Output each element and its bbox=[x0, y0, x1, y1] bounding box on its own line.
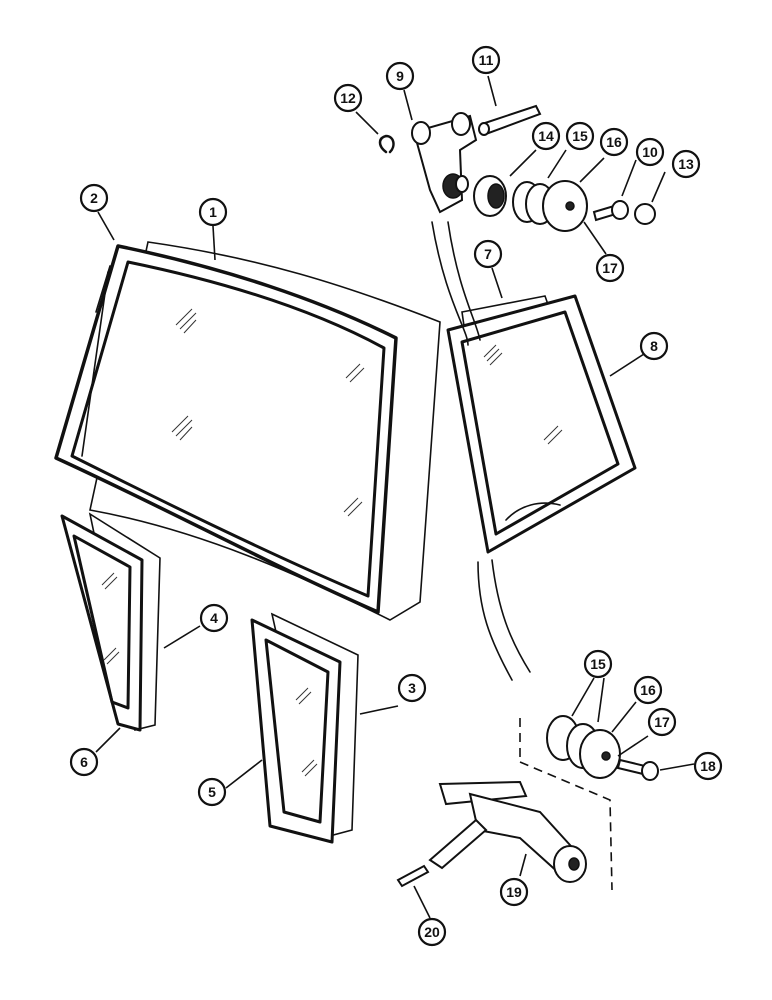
callout-15-lower: 15 bbox=[583, 649, 613, 679]
callout-17-upper: 17 bbox=[595, 253, 625, 283]
callout-8: 8 bbox=[639, 331, 669, 361]
leader-lines bbox=[95, 75, 695, 919]
callout-1-label: 1 bbox=[209, 204, 217, 220]
callout-14: 14 bbox=[531, 121, 561, 151]
lower-left-seal-6 bbox=[60, 514, 144, 732]
callout-3: 3 bbox=[397, 673, 427, 703]
callout-6: 6 bbox=[69, 747, 99, 777]
bolt-10 bbox=[592, 200, 629, 222]
glass-hatch-marks bbox=[171, 308, 365, 517]
callout-7: 7 bbox=[473, 239, 503, 269]
callout-19-label: 19 bbox=[506, 884, 522, 900]
callout-16-upper-label: 16 bbox=[606, 134, 622, 150]
callout-5-label: 5 bbox=[208, 784, 216, 800]
callout-4: 4 bbox=[199, 603, 229, 633]
callout-18-label: 18 bbox=[700, 758, 716, 774]
windshield-seal-2 bbox=[54, 244, 398, 614]
handle-19 bbox=[428, 780, 587, 883]
callout-17-lower: 17 bbox=[647, 707, 677, 737]
bushing-14 bbox=[473, 175, 507, 217]
callout-2-label: 2 bbox=[90, 190, 98, 206]
callout-17-lower-label: 17 bbox=[654, 714, 670, 730]
bolt-18 bbox=[616, 758, 659, 781]
cab-frame-lines bbox=[431, 221, 531, 681]
callout-11: 11 bbox=[471, 45, 501, 75]
callout-10: 10 bbox=[635, 137, 665, 167]
callout-15-upper-label: 15 bbox=[572, 128, 588, 144]
callout-20: 20 bbox=[417, 917, 447, 947]
callout-6-label: 6 bbox=[80, 754, 88, 770]
callout-9-label: 9 bbox=[396, 68, 404, 84]
callout-15-lower-label: 15 bbox=[590, 656, 606, 672]
callout-16-upper: 16 bbox=[599, 127, 629, 157]
callout-18: 18 bbox=[693, 751, 723, 781]
callout-13-label: 13 bbox=[678, 156, 694, 172]
mount-dashed-outline bbox=[519, 718, 613, 891]
callout-9: 9 bbox=[385, 61, 415, 91]
cap-13 bbox=[634, 203, 656, 225]
callout-16-lower: 16 bbox=[633, 675, 663, 705]
callout-10-label: 10 bbox=[642, 144, 658, 160]
callout-13: 13 bbox=[671, 149, 701, 179]
callout-19: 19 bbox=[499, 877, 529, 907]
washer-16-lower bbox=[579, 729, 621, 779]
callout-16-lower-label: 16 bbox=[640, 682, 656, 698]
washer-16-upper bbox=[542, 180, 588, 232]
callout-11-label: 11 bbox=[479, 52, 494, 68]
callout-2: 2 bbox=[79, 183, 109, 213]
callout-17-upper-label: 17 bbox=[602, 260, 618, 276]
callout-15-upper: 15 bbox=[565, 121, 595, 151]
callout-20-label: 20 bbox=[424, 924, 440, 940]
callout-14-label: 14 bbox=[538, 128, 554, 144]
callout-7-label: 7 bbox=[484, 246, 492, 262]
callout-5: 5 bbox=[197, 777, 227, 807]
callout-8-label: 8 bbox=[650, 338, 658, 354]
hinge-pin-11 bbox=[478, 104, 542, 136]
side-seal-8 bbox=[446, 294, 637, 554]
pin-20 bbox=[396, 864, 430, 888]
callout-12: 12 bbox=[333, 83, 363, 113]
callout-12-label: 12 bbox=[340, 90, 356, 106]
hinge-bracket-9 bbox=[411, 112, 478, 214]
callout-3-label: 3 bbox=[408, 680, 416, 696]
lower-middle-seal-5 bbox=[250, 618, 342, 844]
callout-4-label: 4 bbox=[210, 610, 218, 626]
clip-12 bbox=[378, 134, 395, 154]
callout-1: 1 bbox=[198, 197, 228, 227]
